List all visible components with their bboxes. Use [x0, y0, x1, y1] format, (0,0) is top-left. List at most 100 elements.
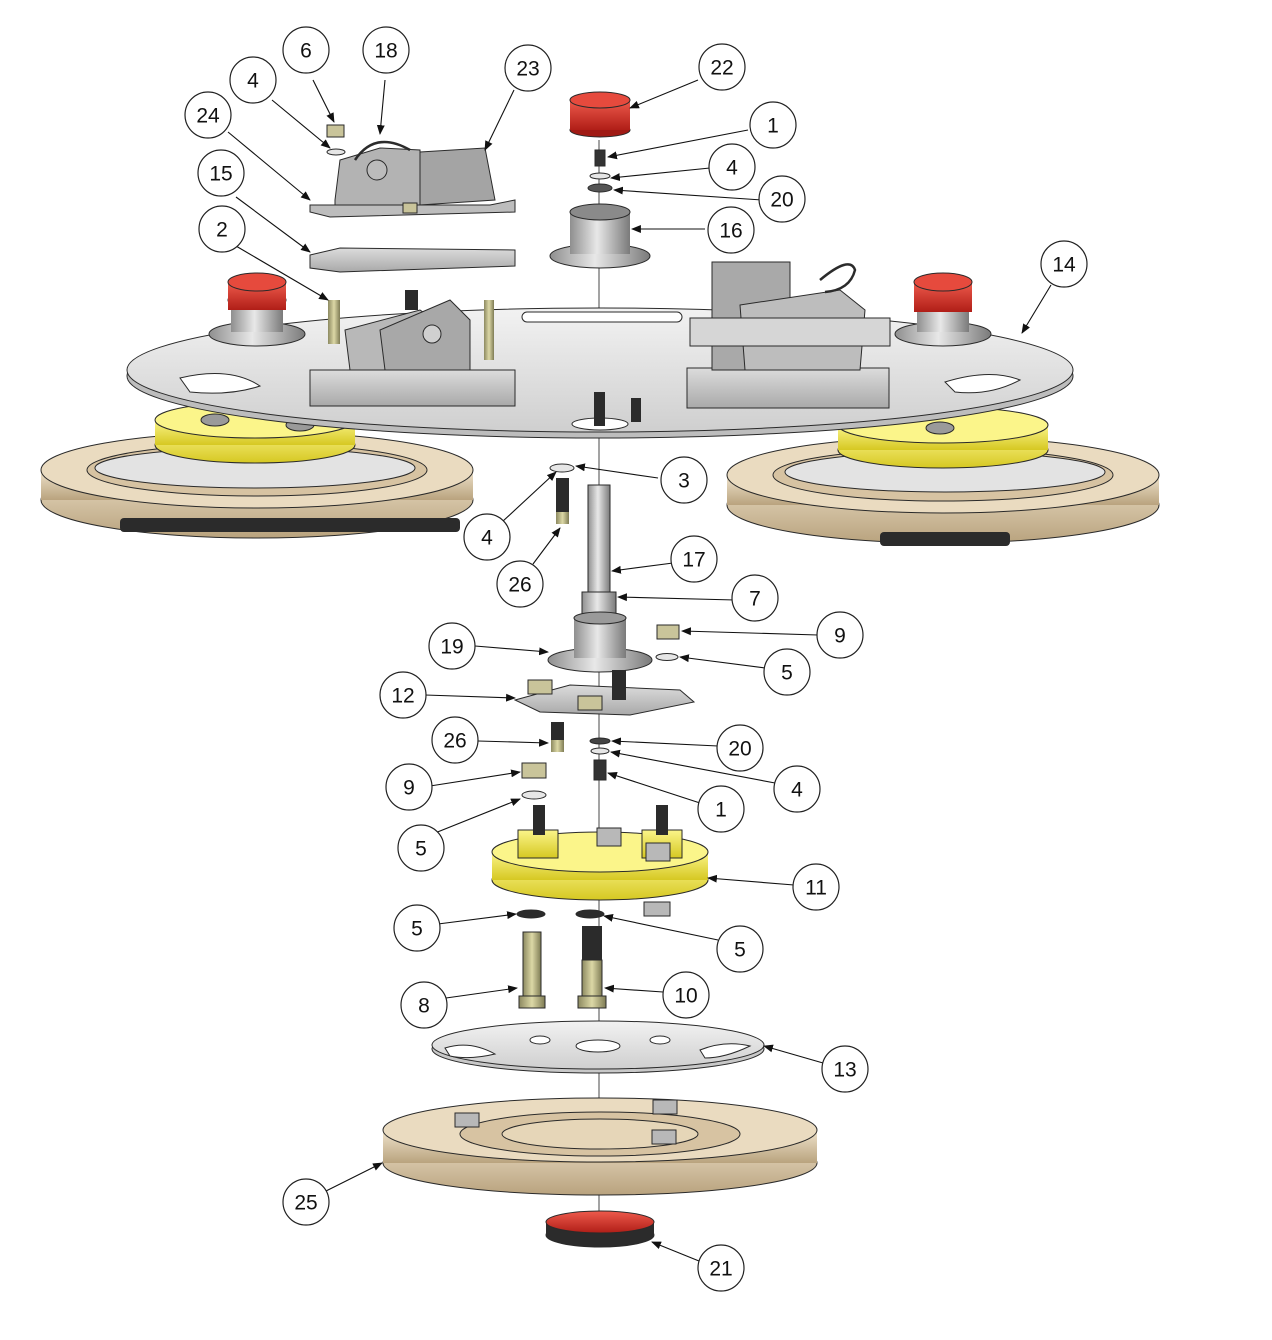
callout-c24: 24 — [184, 91, 232, 139]
callout-circle — [821, 1045, 869, 1093]
bearing-19 — [547, 611, 653, 673]
callout-label: 20 — [770, 189, 793, 212]
callout-label: 24 — [196, 105, 220, 128]
callout-circle — [749, 101, 797, 149]
callout-label: 26 — [443, 730, 466, 753]
callout-circle — [697, 785, 745, 833]
callout-circle — [698, 43, 746, 91]
callout-c22: 22 — [698, 43, 746, 91]
callout-circle — [708, 143, 756, 191]
callout-label: 23 — [516, 58, 539, 81]
pad-holder-25 — [382, 1097, 818, 1196]
callout-label: 22 — [710, 57, 733, 80]
callout-label: 16 — [719, 220, 742, 243]
right-plate-bracket — [686, 261, 891, 409]
callout-c23: 23 — [504, 44, 552, 92]
callout-c12: 12 — [379, 671, 427, 719]
callout-c20a: 20 — [758, 175, 806, 223]
callout-label: 11 — [805, 877, 827, 900]
callout-circle — [731, 574, 779, 622]
callout-c10: 10 — [662, 971, 710, 1019]
washers-5-lower — [516, 909, 605, 919]
callout-label: 26 — [508, 574, 531, 597]
callout-circle — [282, 26, 330, 74]
callout-circle — [197, 149, 245, 197]
callout-c6: 6 — [282, 26, 330, 74]
callout-label: 1 — [767, 115, 779, 138]
callout-circle — [773, 765, 821, 813]
left-cap-assembly — [208, 272, 306, 347]
nut-washer-9-5-right — [655, 624, 680, 661]
callout-label: 20 — [728, 738, 751, 761]
callout-circle — [198, 205, 246, 253]
callout-c1b: 1 — [697, 785, 745, 833]
callout-circle — [428, 622, 476, 670]
triangle-plate-12 — [513, 670, 696, 716]
callout-circle — [504, 44, 552, 92]
callout-label: 6 — [300, 40, 312, 63]
top-bracket-stack — [309, 124, 516, 310]
top-cap-stack — [549, 91, 651, 269]
callout-label: 4 — [726, 157, 738, 180]
callout-circle — [385, 763, 433, 811]
callout-circle — [379, 671, 427, 719]
callout-c1a: 1 — [749, 101, 797, 149]
callout-label: 4 — [247, 70, 259, 93]
callout-label: 13 — [833, 1059, 856, 1082]
callout-label: 14 — [1052, 254, 1076, 277]
callout-label: 3 — [678, 470, 690, 493]
washer-and-bolt-3-4-26 — [549, 463, 575, 524]
callout-label: 5 — [781, 662, 793, 685]
callout-label: 1 — [715, 799, 727, 822]
callout-c20b: 20 — [716, 724, 764, 772]
drive-plate-13 — [431, 1020, 765, 1074]
callout-circle — [716, 925, 764, 973]
callout-label: 10 — [674, 985, 697, 1008]
small-parts-26-20-4-1 — [551, 722, 611, 781]
callout-label: 25 — [294, 1192, 317, 1215]
callout-circle — [697, 1244, 745, 1292]
callout-c21: 21 — [697, 1244, 745, 1292]
bolts-8-10 — [518, 926, 607, 1009]
callout-c14: 14 — [1040, 240, 1088, 288]
callout-label: 9 — [403, 777, 415, 800]
callout-circle — [184, 91, 232, 139]
callout-c25: 25 — [282, 1178, 330, 1226]
callout-circle — [763, 648, 811, 696]
right-cap-assembly — [894, 272, 992, 347]
callout-label: 17 — [682, 549, 705, 572]
callout-circle — [707, 206, 755, 254]
callout-circle — [758, 175, 806, 223]
callout-circle — [397, 824, 445, 872]
callout-circle — [229, 56, 277, 104]
callout-c9a: 9 — [816, 611, 864, 659]
callout-c5d: 5 — [716, 925, 764, 973]
callout-c4d: 4 — [773, 765, 821, 813]
callout-c4a: 4 — [229, 56, 277, 104]
nut-washer-9-5-left — [521, 762, 547, 800]
callout-circle — [816, 611, 864, 659]
callout-c19: 19 — [428, 622, 476, 670]
callout-circle — [1040, 240, 1088, 288]
right-pad-driver — [726, 406, 1160, 546]
callout-circle — [400, 981, 448, 1029]
callout-c13: 13 — [821, 1045, 869, 1093]
callout-c16: 16 — [707, 206, 755, 254]
callout-label: 5 — [411, 918, 423, 941]
callout-circle — [362, 26, 410, 74]
callout-label: 18 — [374, 40, 397, 63]
callout-label: 9 — [834, 625, 846, 648]
callout-c4c: 4 — [463, 513, 511, 561]
hub-11 — [491, 805, 709, 917]
callout-circle — [431, 716, 479, 764]
callout-c3: 3 — [660, 456, 708, 504]
callout-circle — [662, 971, 710, 1019]
callout-c11: 11 — [792, 863, 840, 911]
callout-c2: 2 — [198, 205, 246, 253]
leader-lines — [227, 79, 1052, 1262]
callout-c4b: 4 — [708, 143, 756, 191]
callout-label: 15 — [209, 163, 232, 186]
